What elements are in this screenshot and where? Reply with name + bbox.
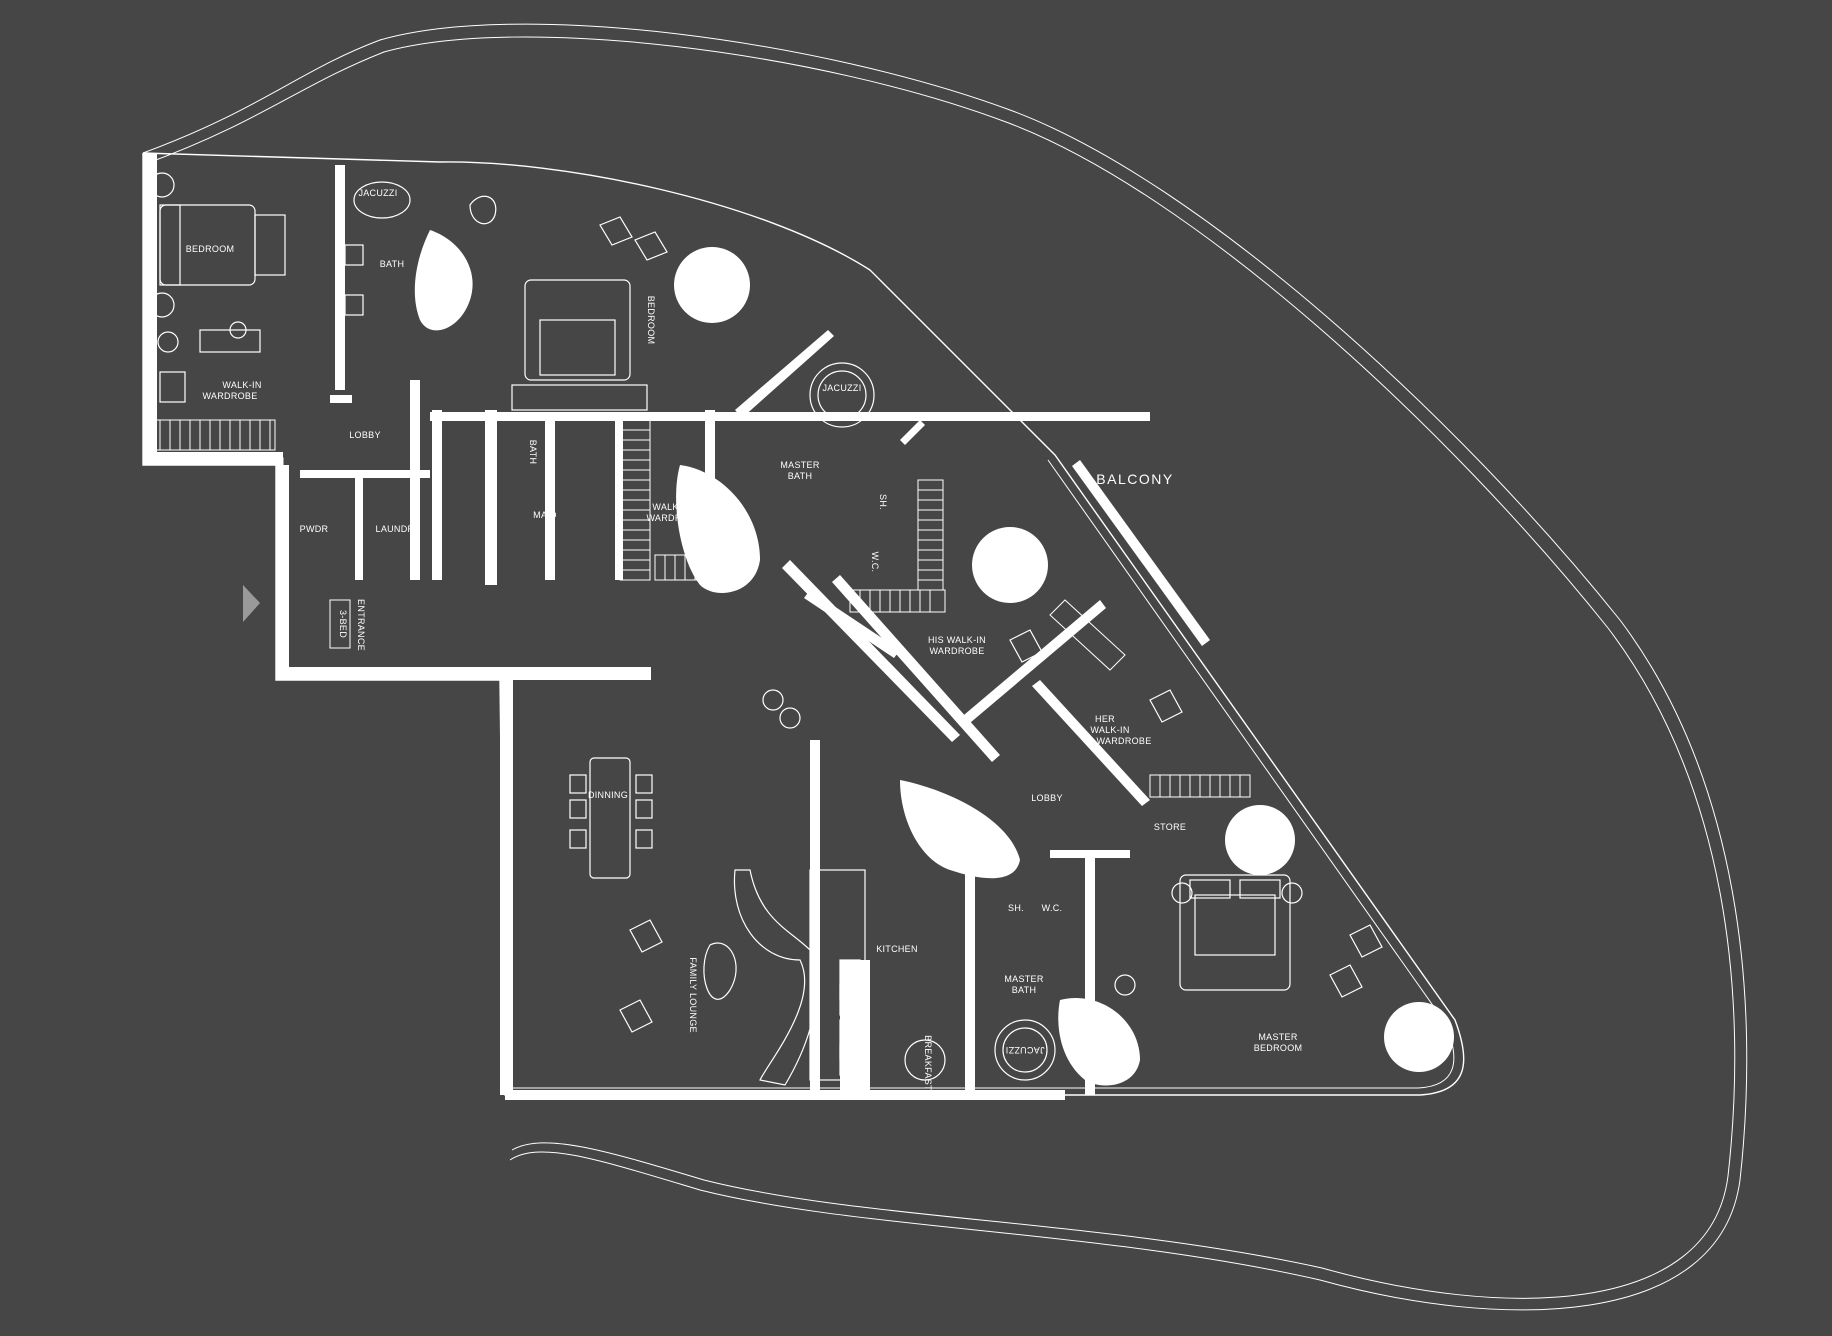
- label-laundry: LAUNDRY: [376, 524, 421, 534]
- label-entrance: ENTRANCE: [356, 599, 366, 651]
- label-bath-1: BATH: [380, 259, 405, 269]
- label-maid: MAID: [533, 510, 557, 520]
- label-his-walkin-b: WARDROBE: [929, 646, 984, 656]
- unit-tag-box: [329, 599, 351, 649]
- balcony-outline-outer: [142, 23, 1748, 1311]
- exterior-wall: [142, 152, 1465, 1096]
- balcony-outline-inner: [147, 36, 1736, 1299]
- label-bath-2: BATH: [528, 440, 538, 465]
- walls: [143, 153, 1150, 1100]
- label-lobby-1: LOBBY: [349, 430, 381, 440]
- label-jacuzzi-1: JACUZZI: [358, 188, 397, 198]
- diagonal-walls: [735, 330, 1210, 806]
- room-labels: BEDROOM JACUZZI BATH WALK-IN WARDROBE BE…: [186, 188, 1303, 1091]
- label-his-walkin: HIS WALK-IN: [928, 635, 986, 645]
- round-columns: [674, 247, 1454, 1072]
- furniture: [149, 172, 1383, 1086]
- label-walkin-1b: WARDROBE: [202, 391, 257, 401]
- label-breakfast: BREAKFAST: [923, 1035, 933, 1091]
- label-master-bedroom: MASTER: [1258, 1032, 1298, 1042]
- label-kitchen: KITCHEN: [876, 944, 918, 954]
- label-jacuzzi-2: JACUZZI: [822, 383, 861, 393]
- column-blobs: [414, 230, 1140, 1086]
- label-bedroom-1: BEDROOM: [186, 244, 235, 254]
- label-balcony: BALCONY: [1096, 471, 1173, 487]
- label-unit-tag: 3-BED: [338, 610, 348, 638]
- label-master-bedroom-b: BEDROOM: [1254, 1043, 1303, 1053]
- entrance-arrow-icon: [243, 585, 260, 622]
- label-her-walkin-b: WALK-IN: [1090, 725, 1129, 735]
- label-walkin-1: WALK-IN: [222, 380, 261, 390]
- label-store: STORE: [1154, 822, 1186, 832]
- label-walkin-2b: WARDROBE: [646, 513, 701, 523]
- label-master-bath-1b: BATH: [788, 471, 813, 481]
- label-her-walkin-c: WARDROBE: [1096, 736, 1151, 746]
- label-lobby-2: LOBBY: [1031, 793, 1063, 803]
- label-sh-2: SH.: [1008, 903, 1024, 913]
- label-master-bath-2: MASTER: [1004, 974, 1044, 984]
- label-wc-1: W.C.: [870, 552, 880, 573]
- label-dinning: DINNING: [588, 790, 628, 800]
- label-wc-2: W.C.: [1042, 903, 1063, 913]
- label-jacuzzi-3: JACUZZI: [1005, 1045, 1044, 1055]
- label-walkin-2: WALK-IN: [652, 502, 691, 512]
- label-pwdr: PWDR: [300, 524, 329, 534]
- wardrobe-racks: [154, 419, 1251, 798]
- label-bedroom-2: BEDROOM: [646, 296, 656, 345]
- label-master-bath-1: MASTER: [780, 460, 820, 470]
- label-sh-1: SH.: [878, 494, 888, 510]
- label-her-walkin-a: HER: [1095, 714, 1115, 724]
- label-family-lounge: FAMILY LOUNGE: [688, 957, 698, 1033]
- label-master-bath-2b: BATH: [1012, 985, 1037, 995]
